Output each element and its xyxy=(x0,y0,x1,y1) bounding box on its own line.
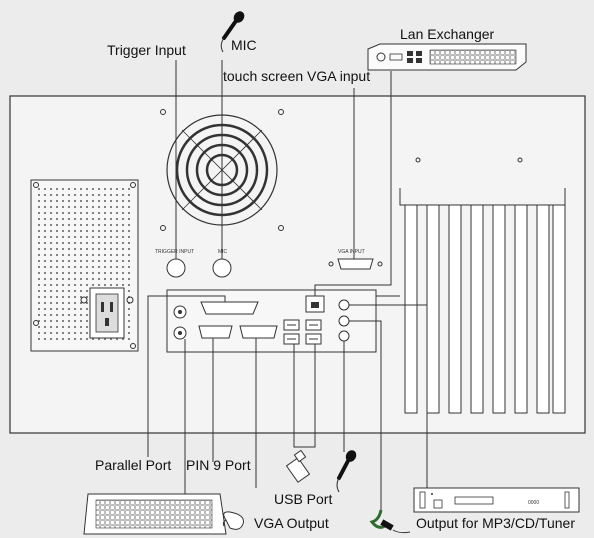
ps2-port-top[interactable] xyxy=(173,305,187,319)
label-audio-output: Output for MP3/CD/Tuner xyxy=(416,515,575,531)
expansion-slots xyxy=(399,157,566,414)
serial-port-9pin[interactable] xyxy=(198,325,233,339)
vga-output-port[interactable] xyxy=(239,325,278,339)
lan-exchanger-device xyxy=(367,43,527,71)
label-pin9-port: PIN 9 Port xyxy=(186,457,251,473)
tuner-display: 0000 xyxy=(528,500,539,506)
panel-label-mic: MIC xyxy=(218,249,228,255)
vga-input-port[interactable] xyxy=(328,258,383,270)
label-lan-exchanger: Lan Exchanger xyxy=(400,26,495,42)
ps2-port-bottom[interactable] xyxy=(173,326,187,340)
io-panel xyxy=(166,289,377,353)
label-usb-port: USB Port xyxy=(274,491,333,507)
mouse xyxy=(222,511,244,530)
label-vga-output: VGA Output xyxy=(254,515,329,531)
power-supply-unit xyxy=(30,179,139,352)
panel-label-trigger-input: TRIGGER INPUT xyxy=(155,249,194,255)
microphone-bottom xyxy=(336,450,357,493)
connection-lines xyxy=(147,60,428,510)
keyboard xyxy=(83,485,227,535)
panel-label-vga-input: VGA INPUT xyxy=(338,249,365,255)
label-mic-top: MIC xyxy=(231,37,257,53)
audio-jacks[interactable] xyxy=(338,299,350,342)
trigger-input-jack[interactable] xyxy=(166,258,186,278)
audio-cable-plug xyxy=(369,509,411,534)
microphone-top xyxy=(220,11,245,53)
parallel-port[interactable] xyxy=(200,301,259,315)
usb-flash-drive xyxy=(285,449,311,483)
label-parallel-port: Parallel Port xyxy=(95,457,172,473)
mp3-cd-tuner-device: 0000 xyxy=(413,487,580,513)
mic-jack[interactable] xyxy=(212,258,232,278)
usb-ports[interactable] xyxy=(283,319,322,345)
label-touch-screen-vga-input: touch screen VGA input xyxy=(223,68,371,84)
label-trigger-input: Trigger Input xyxy=(107,42,186,58)
